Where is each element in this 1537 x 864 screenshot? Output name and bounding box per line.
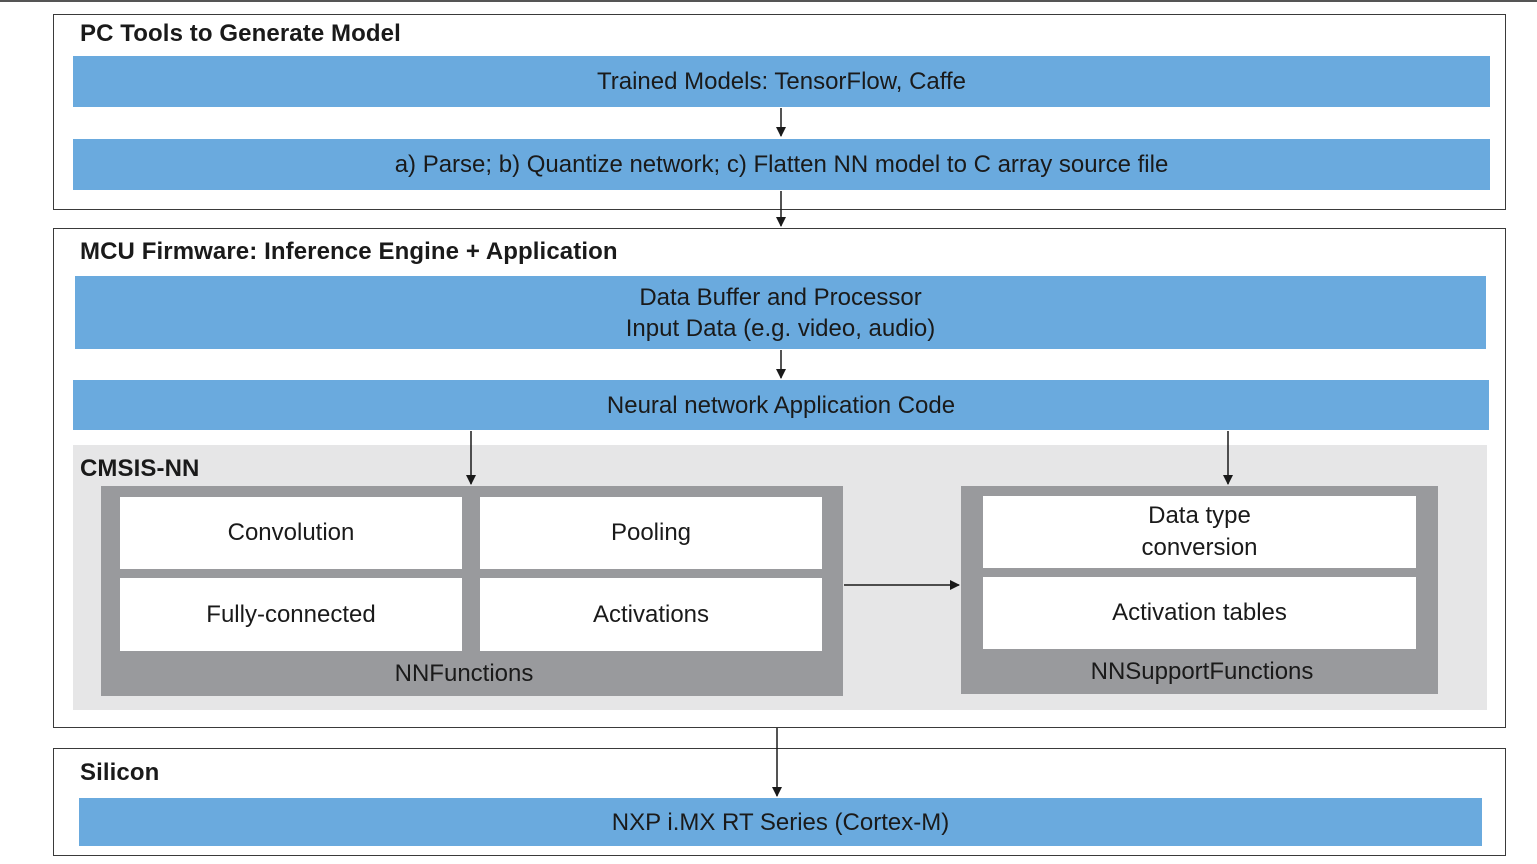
data-buffer-line1: Data Buffer and Processor	[639, 283, 922, 311]
activations-label: Activations	[592, 600, 710, 628]
trained-models-bar: Trained Models: TensorFlow, Caffe	[73, 56, 1490, 107]
fully-connected-cell: Fully-connected	[120, 578, 462, 651]
top-rule	[0, 0, 1537, 2]
nxp-imx-rt-label: NXP i.MX RT Series (Cortex-M)	[611, 808, 950, 836]
silicon-title: Silicon	[80, 759, 160, 786]
parse-quantize-flatten-label: a) Parse; b) Quantize network; c) Flatte…	[394, 151, 1169, 178]
data-type-line1: Data type	[1148, 502, 1251, 529]
cmsis-nn-title: CMSIS-NN	[80, 455, 200, 482]
pc-tools-title: PC Tools to Generate Model	[80, 20, 401, 47]
mcu-firmware-title: MCU Firmware: Inference Engine + Applica…	[80, 238, 618, 265]
nxp-imx-rt-bar: NXP i.MX RT Series (Cortex-M)	[79, 798, 1482, 846]
convolution-cell: Convolution	[120, 497, 462, 569]
nn-application-code-bar: Neural network Application Code	[73, 380, 1489, 430]
data-type-conversion-cell: Data type conversion	[983, 496, 1416, 568]
pooling-label: Pooling	[610, 519, 692, 546]
activation-tables-label: Activation tables	[1112, 599, 1287, 626]
trained-models-label: Trained Models: TensorFlow, Caffe	[596, 68, 967, 95]
pooling-cell: Pooling	[480, 497, 822, 569]
activations-cell: Activations	[480, 578, 822, 651]
fully-connected-label: Fully-connected	[206, 600, 376, 628]
activation-tables-cell: Activation tables	[983, 577, 1416, 649]
data-buffer-bar: Data Buffer and Processor Input Data (e.…	[75, 276, 1486, 349]
data-type-line2: conversion	[1141, 534, 1258, 561]
nn-functions-label: NNFunctions	[394, 660, 534, 687]
parse-quantize-flatten-bar: a) Parse; b) Quantize network; c) Flatte…	[73, 139, 1490, 190]
data-buffer-line2: Input Data (e.g. video, audio)	[625, 314, 936, 342]
nn-support-functions-label: NNSupportFunctions	[1090, 658, 1314, 685]
nn-application-code-label: Neural network Application Code	[606, 391, 956, 419]
convolution-label: Convolution	[227, 519, 355, 546]
